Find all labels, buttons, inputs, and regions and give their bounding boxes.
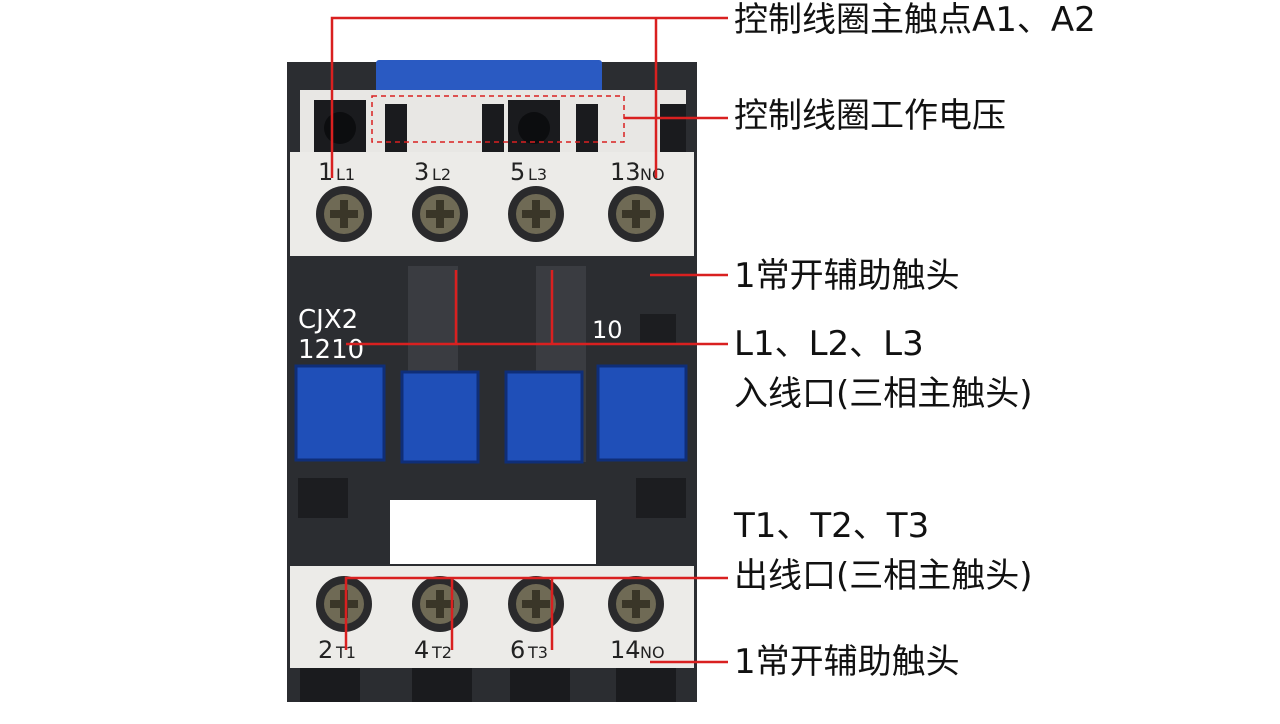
callout-input-line2: 入线口(三相主触头)	[734, 374, 1033, 414]
coil-screw-a2	[508, 100, 560, 152]
bottom-foot	[616, 668, 676, 702]
callout-output-line1: T1、T2、T3	[734, 506, 930, 546]
leader-output	[344, 576, 728, 650]
top-post	[482, 104, 504, 156]
bottom-terminal-number-1: 2	[318, 636, 333, 664]
callout-input-line1: L1、L2、L3	[734, 324, 924, 364]
top-terminal-screw-3	[508, 186, 564, 242]
bottom-foot	[510, 668, 570, 702]
aux-window	[640, 314, 676, 344]
top-terminal-number-2: 3	[414, 158, 429, 186]
blue-contact-cover-2	[400, 370, 480, 464]
aux-contact-label: 10	[592, 316, 623, 344]
bottom-terminal-screw-2	[412, 576, 468, 632]
top-terminal-number-3: 5	[510, 158, 525, 186]
callout-coil-voltage: 控制线圈工作电压	[734, 96, 1006, 136]
top-terminal-sub-3: L3	[528, 165, 547, 184]
top-terminal-screw-4	[608, 186, 664, 242]
top-terminal-sub-1: L1	[336, 165, 355, 184]
top-terminal-sub-2: L2	[432, 165, 451, 184]
top-terminal-screw-1	[316, 186, 372, 242]
bottom-terminal-sub-2: T2	[431, 643, 452, 662]
label-window	[390, 500, 596, 564]
bottom-terminal-sub-3: T3	[527, 643, 548, 662]
bottom-terminal-screw-3	[508, 576, 564, 632]
top-post	[385, 104, 407, 156]
callout-coil-contacts: 控制线圈主触点A1、A2	[734, 0, 1096, 40]
leader-coil-a1	[330, 16, 728, 178]
leader-lines	[330, 16, 728, 664]
bottom-terminal-screw-4	[608, 576, 664, 632]
bottom-terminal-sub-1: T1	[335, 643, 356, 662]
bottom-terminal-number-4: 14	[610, 636, 641, 664]
blue-contact-cover-3	[504, 370, 584, 464]
top-terminal-number-1: 1	[318, 158, 333, 186]
vent-right	[636, 478, 686, 518]
blue-contact-cover-1	[294, 364, 386, 462]
coil-screw-a1	[314, 100, 366, 152]
top-post	[660, 104, 686, 156]
bottom-terminal-number-3: 6	[510, 636, 525, 664]
vent-left	[298, 478, 348, 518]
model-label-line1: CJX2	[298, 305, 358, 335]
top-terminal-sub-4: NO	[640, 165, 665, 184]
bottom-terminal-number-2: 4	[414, 636, 429, 664]
bottom-foot	[412, 668, 472, 702]
callout-output-line2: 出线口(三相主触头)	[734, 556, 1033, 596]
bottom-terminal-screw-1	[316, 576, 372, 632]
blue-contact-cover-4	[596, 364, 688, 462]
top-terminal-screw-2	[412, 186, 468, 242]
model-label-line2: 1210	[298, 335, 364, 365]
callout-aux-top: 1常开辅助触头	[734, 256, 960, 296]
callout-aux-bottom: 1常开辅助触头	[734, 642, 960, 682]
bottom-foot	[300, 668, 360, 702]
top-terminal-number-4: 13	[610, 158, 641, 186]
coil-cover	[376, 60, 602, 96]
top-post	[576, 104, 598, 156]
bottom-terminal-sub-4: NO	[640, 643, 665, 662]
